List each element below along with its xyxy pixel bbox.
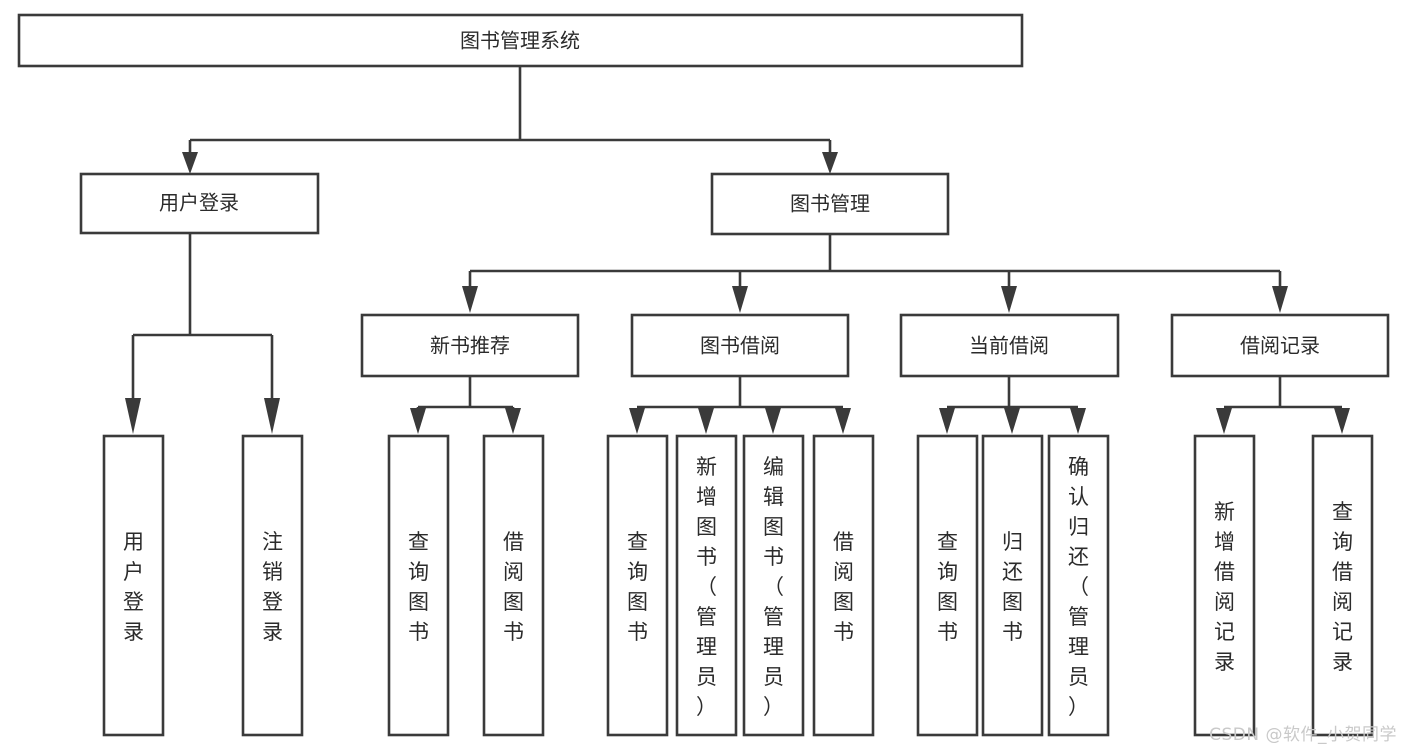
leaf-current-borrow-1-box[interactable] (916, 434, 979, 737)
leaf-borrow-record-2-label: 查询借阅记录 (1332, 500, 1353, 674)
node-book-management-box[interactable] (710, 172, 950, 236)
arrowhead-leaf-borrowrecord-1 (1216, 408, 1232, 434)
leaf-user-login-2[interactable]: 注销登录 (241, 434, 304, 737)
leaf-user-login-2-label: 注销登录 (262, 530, 283, 644)
arrowhead-leaf-borrowrecord-2 (1334, 408, 1350, 434)
node-root-box[interactable] (17, 13, 1024, 68)
arrowhead-leaf-bookborrow-4 (835, 408, 851, 434)
arrowhead-leaf-bookborrow-2 (698, 408, 714, 434)
arrowhead-leaf-bookborrow-3 (765, 408, 781, 434)
node-current-borrow-label: 当前借阅 (969, 334, 1049, 358)
leaf-borrow-record-1[interactable]: 新增借阅记录 (1193, 434, 1256, 737)
arrowhead-leaf-user-login-1 (125, 398, 141, 434)
leaf-borrow-record-1-box[interactable] (1193, 434, 1256, 737)
leaf-book-borrow-4-box[interactable] (812, 434, 875, 737)
node-current-borrow-box[interactable] (899, 313, 1120, 378)
leaf-new-book-1-label: 查询图书 (408, 530, 429, 644)
leaf-current-borrow-3-label: 确认归还（管理员） (1068, 455, 1089, 719)
leaf-new-book-1[interactable]: 查询图书 (387, 434, 450, 737)
leaf-book-borrow-1-box[interactable] (606, 434, 669, 737)
arrowhead-leaf-currentborrow-3 (1070, 408, 1086, 434)
leaf-book-borrow-3-box[interactable] (742, 434, 805, 737)
leaf-borrow-record-1-label: 新增借阅记录 (1214, 500, 1235, 674)
node-book-management[interactable]: 图书管理 (710, 172, 950, 236)
leaf-current-borrow-2-box[interactable] (981, 434, 1044, 737)
leaf-book-borrow-2-box[interactable] (675, 434, 738, 737)
node-borrow-record-box[interactable] (1170, 313, 1390, 378)
leaf-book-borrow-3[interactable]: 编辑图书（管理员） (742, 434, 805, 737)
node-root[interactable]: 图书管理系统 (17, 13, 1024, 68)
leaf-new-book-2-label: 借阅图书 (503, 530, 524, 644)
arrowhead-new-book (462, 286, 478, 313)
node-book-borrow-box[interactable] (630, 313, 850, 378)
leaf-new-book-1-box[interactable] (387, 434, 450, 737)
leaf-current-borrow-2[interactable]: 归还图书 (981, 434, 1044, 737)
leaf-book-borrow-1[interactable]: 查询图书 (606, 434, 669, 737)
arrowhead-leaf-newbook-2 (505, 408, 521, 434)
arrowhead-borrow-record (1272, 286, 1288, 313)
node-new-book-recommend[interactable]: 新书推荐 (360, 313, 580, 378)
arrowhead-book-mgmt (822, 152, 838, 174)
node-new-book-recommend-label: 新书推荐 (430, 334, 510, 358)
node-user-login-box[interactable] (79, 172, 320, 235)
leaf-book-borrow-4[interactable]: 借阅图书 (812, 434, 875, 737)
node-borrow-record-label: 借阅记录 (1240, 334, 1320, 358)
leaf-user-login-1-label: 用户登录 (123, 530, 144, 644)
leaf-user-login-1[interactable]: 用户登录 (102, 434, 165, 737)
csdn-watermark: CSDN @软件_小贺同学 (1209, 725, 1397, 745)
node-book-borrow-label: 图书借阅 (700, 334, 780, 358)
leaf-borrow-record-2-box[interactable] (1311, 434, 1374, 737)
arrowhead-leaf-currentborrow-1 (939, 408, 955, 434)
leaf-book-borrow-4-label: 借阅图书 (833, 530, 854, 644)
leaf-new-book-2[interactable]: 借阅图书 (482, 434, 545, 737)
leaf-current-borrow-1-label: 查询图书 (937, 530, 958, 644)
leaf-borrow-record-2[interactable]: 查询借阅记录 (1311, 434, 1374, 737)
arrowhead-book-borrow (732, 286, 748, 313)
leaf-book-borrow-1-label: 查询图书 (627, 530, 648, 644)
arrowhead-leaf-newbook-1 (410, 408, 426, 434)
node-book-borrow[interactable]: 图书借阅 (630, 313, 850, 378)
arrowhead-current-borrow (1001, 286, 1017, 313)
leaf-current-borrow-3[interactable]: 确认归还（管理员） (1047, 434, 1110, 737)
leaf-current-borrow-2-label: 归还图书 (1002, 530, 1023, 644)
node-user-login[interactable]: 用户登录 (79, 172, 320, 235)
node-book-management-label: 图书管理 (790, 192, 870, 216)
leaf-book-borrow-2[interactable]: 新增图书（管理员） (675, 434, 738, 737)
node-root-label: 图书管理系统 (460, 29, 580, 53)
arrowhead-leaf-currentborrow-2 (1004, 408, 1020, 434)
leaf-book-borrow-3-label: 编辑图书（管理员） (763, 455, 784, 719)
leaf-new-book-2-box[interactable] (482, 434, 545, 737)
edges-layer (125, 66, 1350, 434)
leaf-current-borrow-1[interactable]: 查询图书 (916, 434, 979, 737)
arrowhead-leaf-bookborrow-1 (629, 408, 645, 434)
leaf-user-login-2-box[interactable] (241, 434, 304, 737)
node-current-borrow[interactable]: 当前借阅 (899, 313, 1120, 378)
node-new-book-recommend-box[interactable] (360, 313, 580, 378)
node-borrow-record[interactable]: 借阅记录 (1170, 313, 1390, 378)
node-user-login-label: 用户登录 (159, 191, 239, 215)
leaf-current-borrow-3-box[interactable] (1047, 434, 1110, 737)
leaf-book-borrow-2-label: 新增图书（管理员） (696, 455, 717, 719)
leaf-user-login-1-box[interactable] (102, 434, 165, 737)
arrowhead-leaf-user-login-2 (264, 398, 280, 434)
arrowhead-user-login (182, 152, 198, 174)
